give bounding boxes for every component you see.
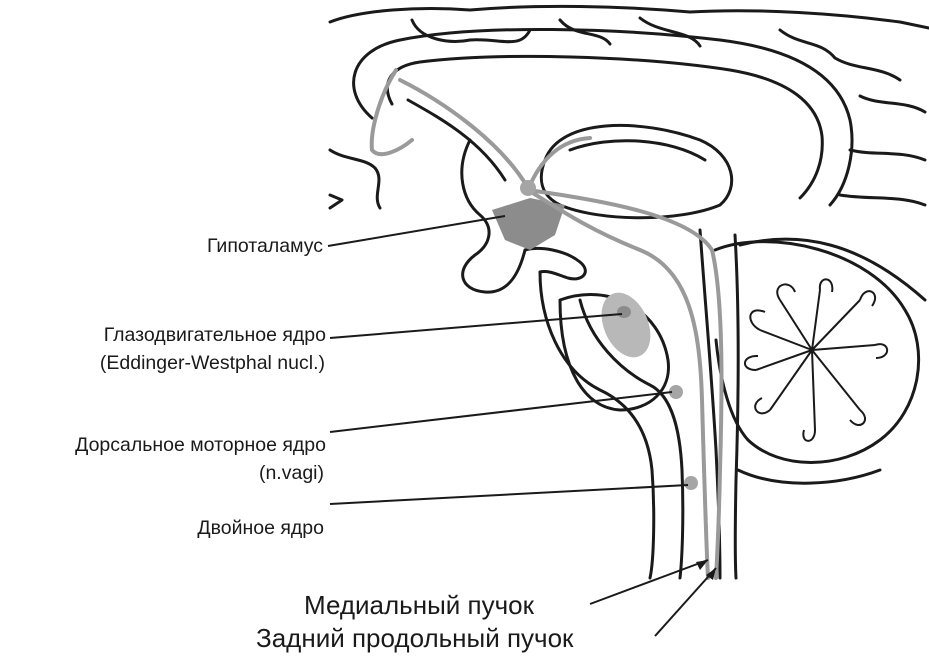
hypothalamus-pointer	[328, 216, 505, 246]
gyrus	[850, 150, 925, 160]
ew-nucleus	[617, 306, 631, 318]
oculomotor-label: Глазодвигательное ядро	[104, 323, 326, 347]
posterior-fasciculus-pointer	[655, 568, 716, 636]
gyrus	[330, 195, 342, 208]
gyrus	[860, 96, 925, 112]
posterior-fasciculus-label: Задний продольный пучок	[256, 623, 573, 653]
brainstem-posterior-2	[735, 235, 738, 578]
ambiguus-label: Двойное ядро	[197, 516, 324, 540]
tract-medial-bundle	[528, 190, 708, 578]
oculomotor-region	[592, 285, 660, 365]
gyrus	[780, 30, 900, 80]
oculomotor-pointer	[330, 314, 622, 338]
ambiguus-nucleus	[684, 476, 698, 490]
dorsal-vagus-label: Дорсальное моторное ядро	[75, 433, 326, 457]
cerebellum-base	[738, 470, 880, 483]
dorsal-vagus-pointer	[330, 392, 672, 432]
medial-bundle-label: Медиальный пучок	[304, 590, 534, 620]
gyrus	[840, 195, 925, 205]
hypothalamus-label: Гипоталамус	[207, 234, 323, 258]
cortex-outline	[330, 6, 929, 28]
corpus-callosum-outer	[354, 29, 852, 205]
dorsal-vagus-sub-label: (n.vagi)	[259, 461, 324, 485]
tract-posterior-longitudinal	[528, 190, 722, 578]
arbor-vitae	[745, 279, 887, 441]
tract-origin-node	[520, 180, 536, 196]
ambiguus-pointer	[330, 485, 688, 504]
cerebellum	[715, 242, 919, 463]
thalamus	[541, 125, 731, 217]
oculomotor-sub-label: (Eddinger-Westphal nucl.)	[100, 351, 325, 375]
pituitary	[525, 249, 585, 279]
